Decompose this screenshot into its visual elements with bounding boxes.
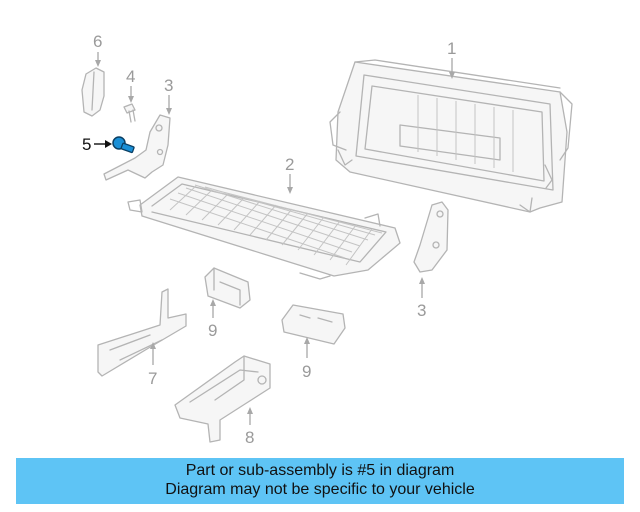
callout-7: 7 — [148, 342, 157, 388]
callout-9-left: 9 — [208, 299, 217, 340]
hinge-cover — [81, 67, 105, 117]
callout-8: 8 — [245, 407, 254, 447]
callout-3-left: 3 — [164, 76, 173, 115]
callout-6: 6 — [93, 32, 102, 67]
seat-cushion-frame — [127, 176, 401, 280]
callout-4: 4 — [126, 67, 135, 103]
callout-number: 9 — [302, 362, 311, 381]
bolt-part-5-highlighted — [112, 136, 135, 154]
callout-5-highlighted: 5 — [82, 135, 112, 154]
banner-line-disclaimer: Diagram may not be specific to your vehi… — [165, 481, 475, 498]
callout-number: 1 — [447, 39, 456, 58]
callout-9-right: 9 — [302, 337, 311, 381]
mount-bracket-left — [204, 267, 251, 309]
seat-rail-center — [174, 355, 271, 443]
hinge-bracket-left — [103, 114, 171, 181]
hinge-bracket-right — [413, 201, 449, 273]
callout-3-right: 3 — [417, 277, 426, 320]
banner-line-part: Part or sub-assembly is #5 in diagram — [185, 462, 455, 479]
callout-number: 8 — [245, 428, 254, 447]
parts-diagram: 1 2 3 3 4 5 6 7 8 9 — [81, 32, 573, 447]
callout-2: 2 — [285, 155, 294, 194]
seat-back-frame — [329, 59, 573, 213]
callout-number: 6 — [93, 32, 102, 51]
callout-number: 5 — [82, 135, 91, 154]
mount-bracket-right — [281, 304, 346, 345]
callout-number: 4 — [126, 67, 135, 86]
callout-1: 1 — [447, 39, 456, 79]
callout-number: 3 — [417, 301, 426, 320]
seat-rail-left — [97, 288, 187, 377]
callout-number: 2 — [285, 155, 294, 174]
callout-number: 3 — [164, 76, 173, 95]
callout-number: 9 — [208, 321, 217, 340]
info-banner: Part or sub-assembly is #5 in diagram Di… — [16, 458, 624, 504]
callout-number: 7 — [148, 369, 157, 388]
bolt-part-4 — [123, 103, 136, 123]
